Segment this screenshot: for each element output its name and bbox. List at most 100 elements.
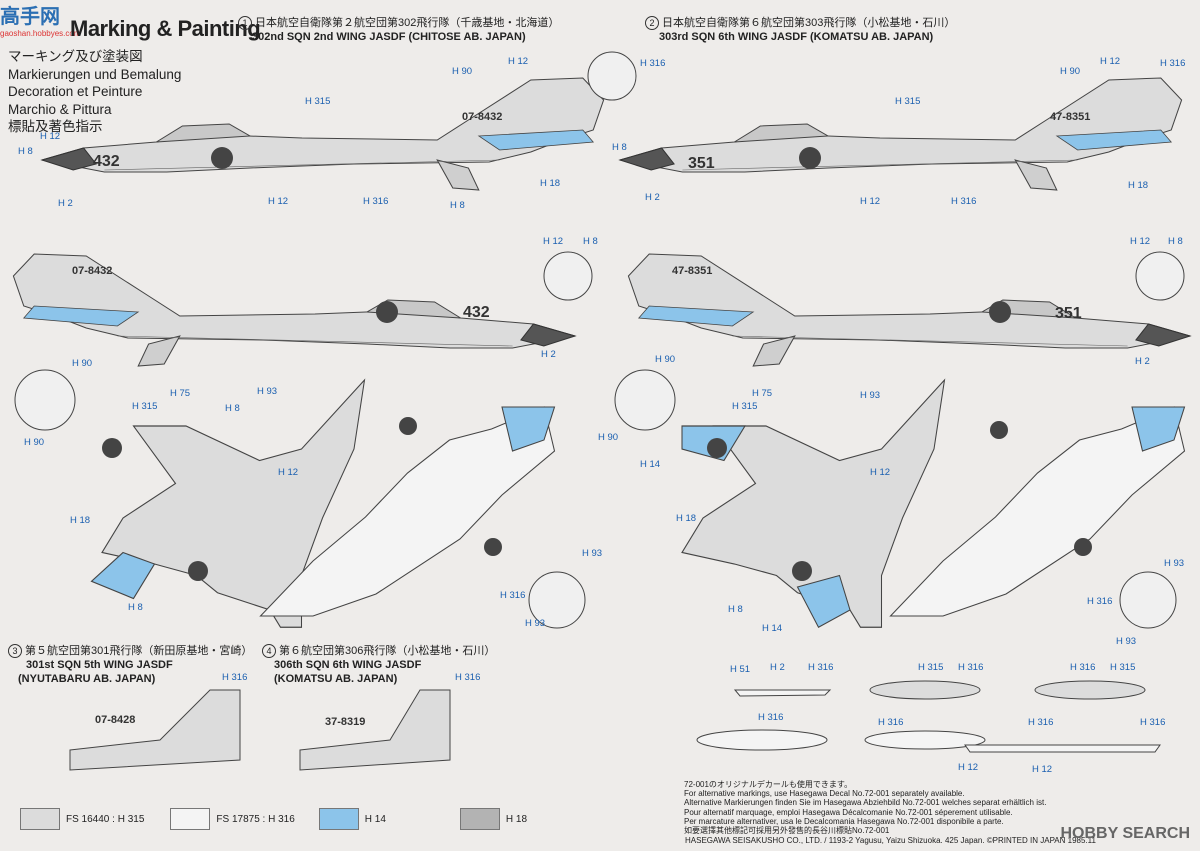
legend-swatch	[20, 808, 60, 830]
callout-h316-r: H 316	[1160, 58, 1186, 69]
callout-h315-b: H 315	[132, 401, 158, 412]
callout-h90-r: H 90	[1060, 66, 1081, 77]
scheme-1-top-view	[90, 378, 366, 628]
note-it: Per marcature alternativer, usa le Decal…	[684, 816, 1004, 826]
scheme-1-number: 1	[238, 16, 252, 30]
legend-item-14: H 14	[318, 808, 386, 830]
callout-h12-c: H 12	[278, 467, 299, 478]
callout-h90-r3: H 90	[598, 432, 619, 443]
callout-h90-r2: H 90	[655, 354, 676, 365]
callout-h90: H 90	[452, 66, 473, 77]
callout-h18-r2: H 18	[676, 513, 697, 524]
callout-h316-belly: H 316	[363, 196, 389, 207]
callout-h316-tank2: H 316	[958, 662, 984, 673]
callout-h18-r: H 18	[1128, 180, 1149, 191]
callout-h316-r2: H 316	[951, 196, 977, 207]
callout-h315-r2: H 315	[732, 401, 758, 412]
scheme-1-side-view	[41, 77, 605, 191]
legend-item-315: FS 16440 : H 315	[20, 808, 144, 830]
callout-h90-b: H 90	[72, 358, 93, 369]
callout-h93-r: H 93	[860, 390, 881, 401]
scheme-1-nose-number: 432	[93, 153, 120, 170]
callout-h2: H 2	[58, 198, 73, 209]
scheme-2-bottom-view	[889, 406, 1186, 617]
legend-label: FS 17875 : H 316	[216, 813, 295, 825]
callout-h2-r: H 2	[645, 192, 660, 203]
callout-h8-r: H 8	[612, 142, 627, 153]
callout-h316: H 316	[640, 58, 666, 69]
watermark-url: gaoshan.hobbyes.com	[0, 29, 81, 38]
callout-h2-r2: H 2	[1135, 356, 1150, 367]
callout-h93: H 93	[257, 386, 278, 397]
callout-h8-c: H 8	[225, 403, 240, 414]
callout-h75: H 75	[170, 388, 191, 399]
note-en: For alternative markings, use Hasegawa D…	[684, 789, 965, 799]
callout-h316-s: H 316	[808, 662, 834, 673]
scheme-1-bottom-view	[259, 406, 556, 617]
lang-jp: マーキング及び塗装図	[8, 49, 143, 64]
callout-h12-b: H 12	[543, 236, 564, 247]
legend-item-316: FS 17875 : H 316	[170, 808, 295, 830]
callout-h8-r3: H 8	[728, 604, 743, 615]
legend-label: H 14	[364, 813, 386, 825]
scheme-2-nose-number: 351	[688, 155, 715, 172]
scheme-1-tail-number-left: 07-8432	[72, 265, 112, 277]
callout-h93-b: H 93	[582, 548, 603, 559]
callout-h12-belly: H 12	[268, 196, 289, 207]
scheme-2-tail-number-left: 47-8351	[672, 265, 712, 277]
lang-de: Markierungen und Bemalung	[8, 66, 182, 82]
callout-h12-r4: H 12	[870, 467, 891, 478]
callout-h93-c: H 93	[525, 618, 546, 629]
hobbysearch-logo: HOBBY SEARCH	[1060, 825, 1191, 842]
callout-h12-nose: H 12	[40, 131, 61, 142]
scheme-2-nose-number-right: 351	[1055, 305, 1082, 322]
callout-h2-s: H 2	[770, 662, 785, 673]
callout-h316-c: H 316	[500, 590, 526, 601]
callout-h8: H 8	[18, 146, 33, 157]
scheme-3-jp: 第５航空団第301飛行隊（新田原基地・宮崎）	[25, 645, 253, 657]
callout-h315-r: H 315	[895, 96, 921, 107]
legend-label: FS 16440 : H 315	[66, 813, 145, 825]
scheme-4-number: 4	[262, 644, 276, 658]
callout-h14-b: H 14	[762, 623, 783, 634]
note-fr: Pour alternatif marquage, emploi Hasegaw…	[684, 807, 1013, 817]
scheme-2-tail-number: 47-8351	[1050, 111, 1090, 123]
scheme-1-nose-number-right: 432	[463, 304, 490, 321]
callout-h12-r: H 12	[1100, 56, 1121, 67]
callout-h75-r: H 75	[752, 388, 773, 399]
callout-h8-d: H 8	[128, 602, 143, 613]
callout-h2-b: H 2	[541, 349, 556, 360]
scheme-4-en2: (KOMATSU AB. JAPAN)	[274, 673, 398, 685]
callout-h51: H 51	[730, 664, 751, 675]
lang-it: Marchio & Pittura	[8, 101, 112, 117]
color-legend: FS 16440 : H 315 FS 17875 : H 316 H 14 H…	[20, 808, 527, 830]
callout-h8-b: H 8	[583, 236, 598, 247]
callout-h90-c: H 90	[24, 437, 45, 448]
scheme-3-en2: (NYUTABARU AB. JAPAN)	[18, 673, 156, 685]
watermark-logo: 高手网	[0, 6, 60, 28]
scheme-2-jp: 日本航空自衛隊第６航空団第303飛行隊（小松基地・石川）	[662, 17, 956, 29]
callout-h93-r3: H 93	[1116, 636, 1137, 647]
footer-address: HASEGAWA SEISAKUSHO CO., LTD. / 1193-2 Y…	[685, 836, 1096, 845]
callout-h315: H 315	[305, 96, 331, 107]
scheme-4-en1: 306th SQN 6th WING JASDF	[274, 659, 422, 671]
callout-h316-tank5: H 316	[1028, 717, 1054, 728]
scheme-2-number: 2	[645, 16, 659, 30]
callout-h316-tank3: H 316	[878, 717, 904, 728]
lang-fr: Decoration et Peinture	[8, 84, 143, 99]
callout-h316-tank6: H 316	[1140, 717, 1166, 728]
lang-cn: 標貼及著色指示	[8, 119, 103, 134]
callout-h93-r2: H 93	[1164, 558, 1185, 569]
scheme-2-en: 303rd SQN 6th WING JASDF (KOMATSU AB. JA…	[659, 31, 934, 43]
callout-h14: H 14	[640, 459, 661, 470]
alternative-markings-note: 72-001のオリジナルデカールも使用できます。 For alternative…	[684, 780, 1104, 835]
callout-h315-tank: H 315	[918, 662, 944, 673]
callout-h316-s4: H 316	[455, 672, 481, 683]
callout-h316-s3: H 316	[222, 672, 248, 683]
callout-h316-tank: H 316	[758, 712, 784, 723]
callout-h316-tank4: H 316	[1070, 662, 1096, 673]
